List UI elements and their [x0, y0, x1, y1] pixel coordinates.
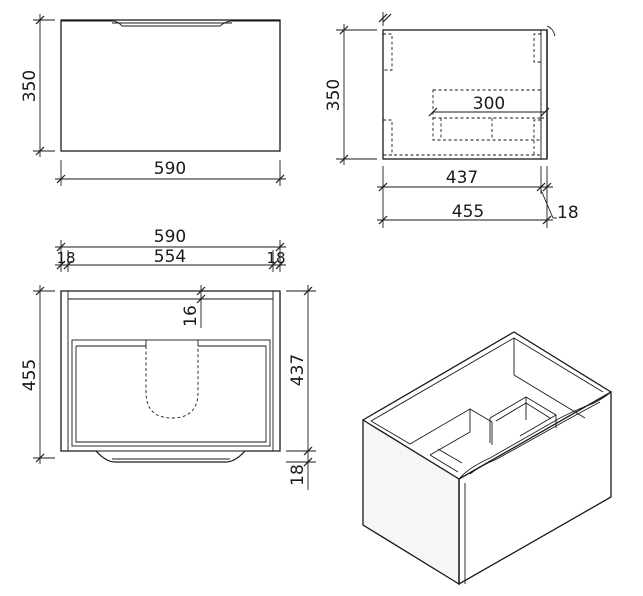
top-view-outline: [60, 290, 281, 463]
iso-view: [362, 331, 612, 586]
iso-front-face: [458, 390, 612, 586]
top-view-left-panel-label: 18: [56, 249, 75, 267]
side-view-cutout-label: 300: [473, 94, 505, 114]
top-view-total-depth-label: 455: [20, 359, 40, 391]
top-view-siphon-cutout: [145, 346, 199, 419]
top-view: 590 18 554 18 16 4: [20, 227, 316, 490]
front-view-height-label: 350: [20, 70, 40, 102]
iso-top-rim: [362, 331, 612, 421]
front-view: 350 590: [20, 14, 286, 186]
side-view-drawer-depth-label: 437: [446, 168, 478, 188]
side-view-cutout: [432, 89, 542, 141]
top-view-overall-width-label: 590: [154, 227, 186, 247]
side-view-total-depth-label: 455: [452, 202, 484, 222]
top-view-back-panel-label: 16: [181, 305, 201, 327]
top-view-drawer-box: [71, 339, 271, 447]
side-view: 300 350 437 455 18: [324, 12, 579, 228]
front-view-outline: [60, 19, 281, 152]
side-view-front-thickness-label: 18: [557, 203, 579, 223]
iso-handle: [458, 391, 612, 480]
top-view-right-panel-label: 18: [266, 249, 285, 267]
side-view-height-label: 350: [324, 79, 344, 111]
top-view-inner-width-label: 554: [154, 247, 186, 267]
top-view-front-thickness-label: 18: [288, 464, 308, 486]
front-view-handle: [61, 20, 280, 27]
top-view-drawer-depth-label: 437: [288, 354, 308, 386]
front-view-width-label: 590: [154, 159, 186, 179]
iso-left-face: [362, 418, 460, 586]
